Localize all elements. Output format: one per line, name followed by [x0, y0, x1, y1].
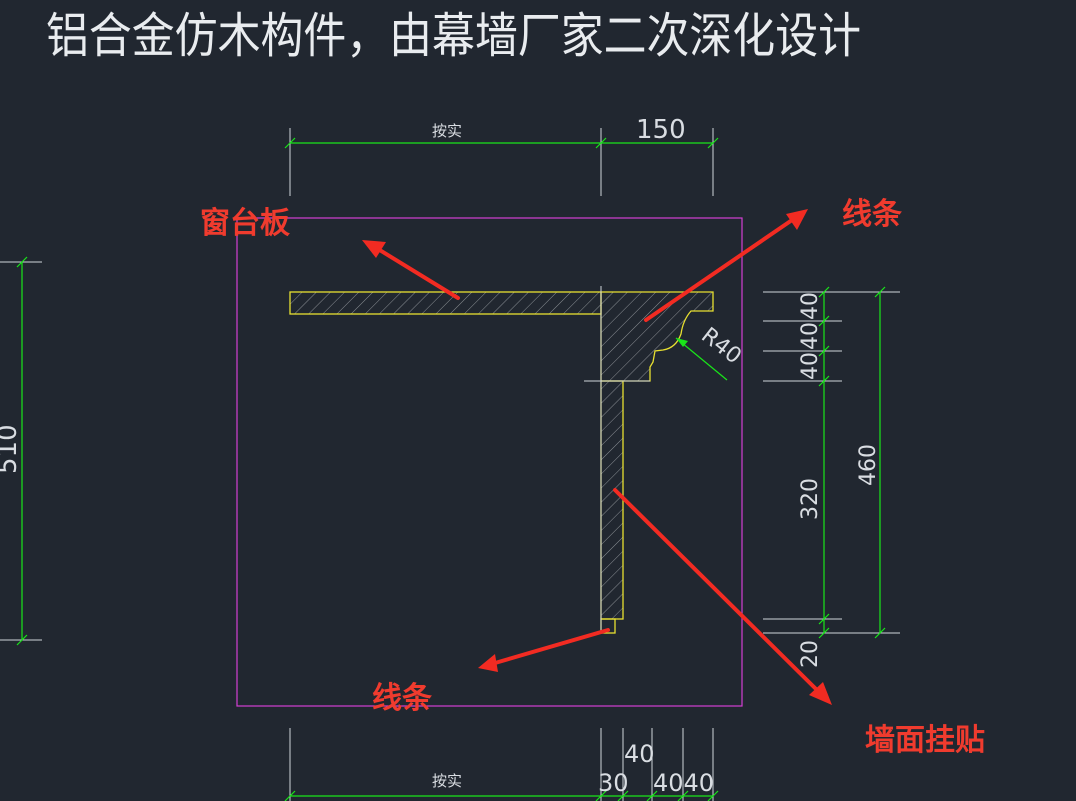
sill-board-shape: [289, 291, 602, 315]
arrow-wall-cladding: [613, 488, 832, 705]
dim-top-left: 按实: [432, 122, 462, 140]
drawing-title: 铝合金仿木构件，由幕墙厂家二次深化设计: [46, 8, 861, 64]
dim-top-right: 150: [636, 115, 686, 145]
left-dimension: [0, 256, 42, 646]
label-sill-board: 窗台板: [200, 206, 290, 241]
top-dimension: [284, 128, 719, 196]
dim-right-40c: 40: [798, 352, 823, 380]
right-dimension-outer: [874, 286, 886, 639]
radius-arrowhead: [676, 338, 688, 347]
arrow-molding-top: [644, 209, 808, 322]
dim-bottom-30: 30: [598, 769, 629, 797]
label-molding-bottom: 线条: [372, 681, 432, 716]
section-profile: [289, 286, 714, 634]
dim-radius: R40: [696, 323, 745, 369]
dim-right-320: 320: [798, 478, 823, 520]
label-wall-cladding: 墙面挂贴: [865, 723, 985, 758]
arrow-sill-board: [362, 240, 460, 300]
right-dimension-inner: [763, 286, 900, 639]
label-molding-top: 线条: [842, 197, 902, 232]
dim-left-510: 510: [0, 424, 23, 474]
dim-right-460: 460: [856, 444, 881, 486]
arrow-molding-bottom: [478, 628, 610, 672]
dim-right-40b: 40: [798, 322, 823, 350]
molding-top-shape: [600, 291, 714, 382]
dim-bottom-40-upper: 40: [624, 740, 655, 768]
viewport-frame: [236, 217, 743, 707]
dim-bottom-4040: 4040: [653, 769, 714, 797]
dim-right-20: 20: [798, 640, 823, 668]
wall-cladding-shape: [600, 380, 624, 620]
dim-right-40a: 40: [798, 292, 823, 320]
bottom-dimension: [284, 728, 719, 801]
dim-bottom-left: 按实: [432, 772, 462, 790]
